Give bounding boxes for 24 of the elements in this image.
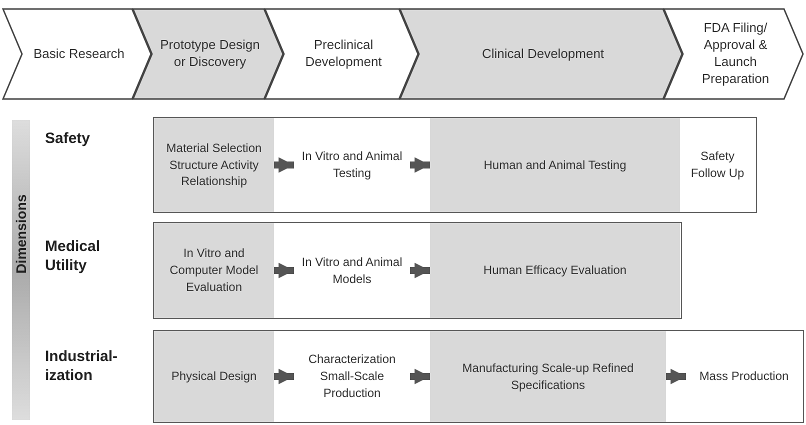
row-label: Medical Utility	[45, 238, 102, 276]
row-frame	[153, 117, 757, 213]
arrow	[666, 368, 686, 384]
arrow	[410, 368, 430, 384]
stage-cell: Physical Design	[154, 331, 274, 422]
stage-cell: In Vitro and Computer Model Evaluation	[154, 223, 274, 318]
row-frame	[153, 330, 804, 423]
arrow	[274, 262, 294, 278]
arrow	[274, 368, 294, 384]
stage-cell: Human Efficacy Evaluation	[430, 223, 680, 318]
process-step: FDA Filing/ Approval & Launch Preparation	[663, 8, 804, 100]
arrow	[410, 157, 430, 173]
row-frame	[153, 222, 682, 319]
stage-cell: Human and Animal Testing	[430, 118, 680, 212]
arrow	[274, 157, 294, 173]
row-label: Industrial- ization	[45, 348, 119, 386]
process-step: Clinical Development	[399, 8, 683, 100]
axis-label: Dimensions	[13, 194, 29, 274]
stage-cell: Material Selection Structure Activity Relationship	[154, 118, 274, 212]
process-step: Basic Research	[2, 8, 152, 100]
process-step: Prototype Design or Discovery	[132, 8, 284, 100]
arrow	[410, 262, 430, 278]
row-label: Safety	[45, 130, 92, 149]
stage-cell: Manufacturing Scale-up Refined Specifications	[430, 331, 666, 422]
